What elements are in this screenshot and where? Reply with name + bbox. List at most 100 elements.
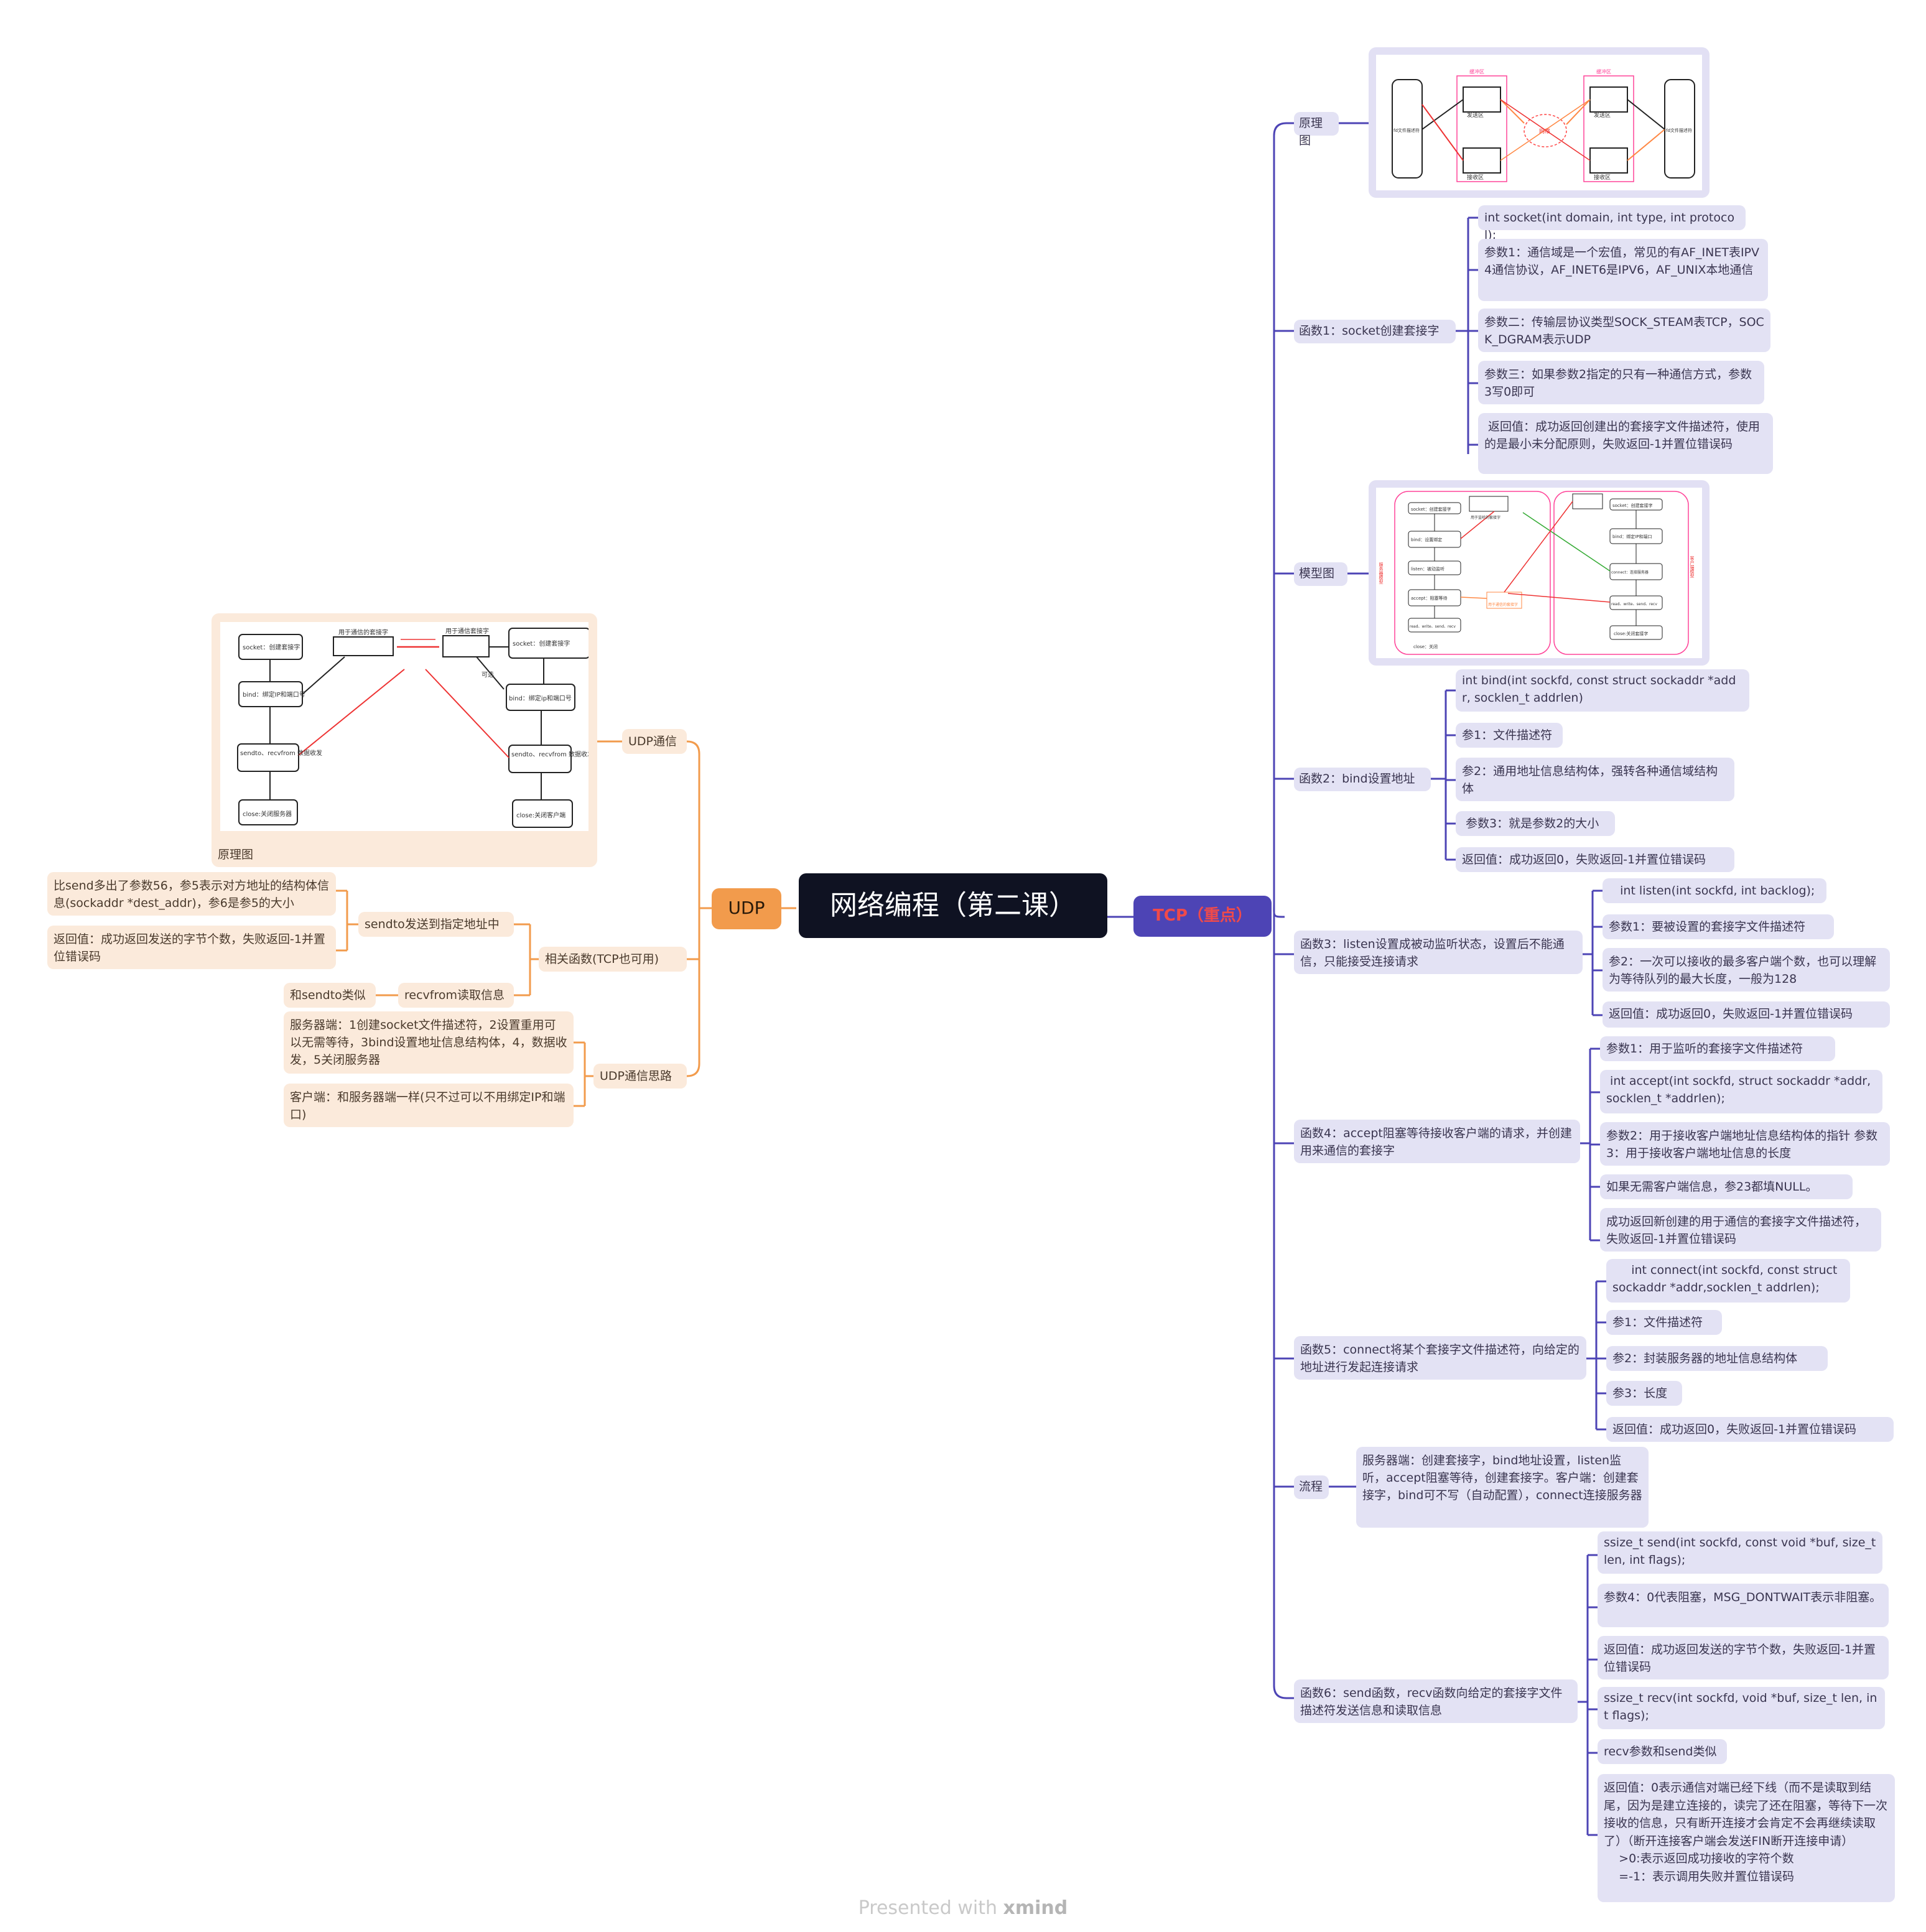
footer-text: Presented with <box>858 1897 1003 1919</box>
model-server-rw: read、write、send、recv <box>1410 625 1456 629</box>
tcp-func4-topic[interactable]: 函数4：accept阻塞等待接收客户端的请求，并创建用来通信的套接字 <box>1294 1120 1580 1163</box>
udp-sock-left: 用于通信的套接字 <box>338 628 388 636</box>
tcp-func4-item[interactable]: 参数2：用于接收客户端地址信息结构体的指针 参数3：用于接收客户端地址信息的长度 <box>1600 1122 1890 1166</box>
model-client-socket: socket：创建套接字 <box>1612 503 1653 508</box>
tcp-func5-item[interactable]: 参3：长度 <box>1606 1381 1682 1406</box>
udp-image-caption: 原理图 <box>218 848 254 862</box>
model-server-close: close：关闭 <box>1413 644 1438 649</box>
udp-server-close: close:关闭服务器 <box>243 810 292 818</box>
tcp-func3-topic[interactable]: 函数3：listen设置成被动监听状态，设置后不能通信，只能接受连接请求 <box>1294 931 1583 974</box>
udp-optional: 可选 <box>482 671 494 679</box>
udp-comm-topic[interactable]: UDP通信 <box>622 729 687 754</box>
tcp-func1-item[interactable]: int socket(int domain, int type, int pro… <box>1478 205 1746 242</box>
principle-net: 网络 <box>1539 128 1550 135</box>
tcp-func3-item[interactable]: 参2：一次可以接收的最多客户端个数，也可以理解为等待队列的最大长度，一般为128 <box>1603 948 1890 992</box>
model-client-bind: bind：绑定IP和端口 <box>1612 534 1652 539</box>
model-comm-sock: 用于通信的套接字 <box>1488 602 1518 607</box>
tcp-func2-item[interactable]: int bind(int sockfd, const struct sockad… <box>1456 669 1749 712</box>
udp-idea-item[interactable]: 服务器端：1创建socket文件描述符，2设置重用可以无需等待，3bind设置地… <box>284 1011 574 1074</box>
udp-sendto-item[interactable]: 比send多出了参数56，参5表示对方地址的结构体信息(sockaddr *de… <box>47 872 336 916</box>
udp-recvfrom-item[interactable]: 和sendto类似 <box>284 983 376 1008</box>
tcp-func5-item[interactable]: int connect(int sockfd, const struct soc… <box>1606 1259 1850 1303</box>
tcp-func1-item[interactable]: 参数二：传输层协议类型SOCK_STEAM表TCP，SOCK_DGRAM表示UD… <box>1478 309 1770 352</box>
principle-right-send: 发送区 <box>1594 111 1611 119</box>
tcp-func5-item[interactable]: 参1：文件描述符 <box>1606 1310 1722 1335</box>
tcp-model-diagram: socket：创建套接字 bind：设置绑定 listen：被动监听 accep… <box>1379 491 1695 655</box>
model-server-title: 服务器模型 <box>1379 562 1384 584</box>
tcp-func1-item[interactable]: 参数1：通信域是一个宏值，常见的有AF_INET表IPV4通信协议，AF_INE… <box>1478 239 1768 301</box>
principle-left-send: 发送区 <box>1467 111 1484 119</box>
udp-idea-item[interactable]: 客户端：和服务器端一样(只不过可以不用绑定IP和端口) <box>284 1084 574 1127</box>
udp-server-socket: socket：创建套接字 <box>243 643 300 651</box>
model-server-listen: listen：被动监听 <box>1411 566 1444 572</box>
tcp-model-topic[interactable]: 模型图 <box>1294 562 1347 586</box>
tcp-model-image[interactable]: socket：创建套接字 bind：设置绑定 listen：被动监听 accep… <box>1369 480 1710 666</box>
udp-server-io: sendto、recvfrom 数据收发 <box>240 749 322 757</box>
udp-client-bind: bind：绑定ip和端口号 <box>509 694 572 702</box>
udp-idea-topic[interactable]: UDP通信思路 <box>593 1064 687 1089</box>
root-topic[interactable]: 网络编程（第二课） <box>799 873 1107 938</box>
tcp-func4-item[interactable]: int accept(int sockfd, struct sockaddr *… <box>1600 1070 1882 1113</box>
udp-principle-image[interactable]: socket：创建套接字 bind：绑定IP和端口号 sendto、recvfr… <box>212 613 597 867</box>
footer: Presented with xmind <box>0 1897 1926 1919</box>
tcp-func2-item[interactable]: 参2：通用地址信息结构体，强转各种通信域结构体 <box>1456 758 1734 801</box>
model-server-socket: socket：创建套接字 <box>1411 506 1451 512</box>
udp-server-bind: bind：绑定IP和端口号 <box>243 690 305 699</box>
tcp-func2-item[interactable]: 参1：文件描述符 <box>1456 723 1563 748</box>
tcp-func6-item[interactable]: 参数4：0代表阻塞，MSG_DONTWAIT表示非阻塞。 <box>1598 1584 1889 1627</box>
tcp-flow-text[interactable]: 服务器端：创建套接字，bind地址设置，listen监听，accept阻塞等待，… <box>1356 1447 1649 1528</box>
udp-client-socket: socket：创建套接字 <box>513 639 570 648</box>
tcp-flow-topic[interactable]: 流程 <box>1294 1475 1329 1499</box>
tcp-principle-topic[interactable]: 原理图 <box>1294 112 1339 147</box>
tcp-func3-item[interactable]: 参数1：要被设置的套接字文件描述符 <box>1603 914 1834 939</box>
tcp-func5-item[interactable]: 返回值：成功返回0，失败返回-1并置位错误码 <box>1606 1417 1894 1442</box>
udp-recvfrom-topic[interactable]: recvfrom读取信息 <box>398 983 514 1008</box>
tcp-principle-image[interactable]: 发送区 接收区 发送区 接收区 网络 缓冲区 缓冲区 fd文件描述符 fd文件描… <box>1369 47 1710 198</box>
model-client-close: close:关闭套接字 <box>1614 631 1648 636</box>
tcp-func1-item[interactable]: 参数三：如果参数2指定的只有一种通信方式，参数3写0即可 <box>1478 361 1764 404</box>
model-client-rw: read、write、send、recv <box>1611 602 1657 606</box>
principle-left-app: fd文件描述符 <box>1393 128 1420 133</box>
tcp-func4-item[interactable]: 参数1：用于监听的套接字文件描述符 <box>1600 1036 1835 1061</box>
tcp-func6-topic[interactable]: 函数6：send函数，recv函数向给定的套接字文件描述符发送信息和读取信息 <box>1294 1679 1578 1723</box>
model-client-connect: connect：连接服务器 <box>1611 570 1649 575</box>
tcp-func2-topic[interactable]: 函数2：bind设置地址 <box>1294 768 1431 791</box>
tcp-func1-item[interactable]: 返回值：成功返回创建出的套接字文件描述符，使用的是最小未分配原则，失败返回-1并… <box>1478 413 1773 474</box>
udp-main-topic[interactable]: UDP <box>712 888 781 929</box>
tcp-func6-item[interactable]: 返回值：0表示通信对端已经下线（而不是读取到结尾，因为是建立连接的，读完了还在阻… <box>1598 1774 1895 1902</box>
tcp-func1-topic[interactable]: 函数1：socket创建套接字 <box>1294 320 1456 343</box>
udp-sendto-item[interactable]: 返回值：成功返回发送的字节个数，失败返回-1并置位错误码 <box>47 926 336 969</box>
model-client-title: 客户端模型 <box>1690 555 1695 578</box>
udp-client-close: close:关闭客户端 <box>516 811 565 819</box>
principle-right-recv: 接收区 <box>1594 174 1611 181</box>
tcp-func6-item[interactable]: ssize_t recv(int sockfd, void *buf, size… <box>1598 1687 1885 1729</box>
udp-sock-right: 用于通信套接字 <box>445 627 489 635</box>
tcp-main-topic[interactable]: TCP（重点） <box>1133 896 1272 937</box>
udp-funcs-topic[interactable]: 相关函数(TCP也可用) <box>539 947 687 972</box>
model-listen-sock: 用于监听的套接字 <box>1471 515 1500 520</box>
principle-right-app: fd文件描述符 <box>1666 128 1692 133</box>
tcp-func6-item[interactable]: recv参数和send类似 <box>1598 1739 1727 1764</box>
tcp-func6-item[interactable]: ssize_t send(int sockfd, const void *buf… <box>1598 1531 1882 1574</box>
tcp-func4-item[interactable]: 成功返回新创建的用于通信的套接字文件描述符，失败返回-1并置位错误码 <box>1600 1208 1881 1252</box>
tcp-func2-item[interactable]: 参数3：就是参数2的大小 <box>1456 811 1615 836</box>
udp-sendto-topic[interactable]: sendto发送到指定地址中 <box>358 912 514 937</box>
principle-buf-left: 缓冲区 <box>1469 68 1484 75</box>
principle-buf-right: 缓冲区 <box>1596 68 1611 75</box>
udp-principle-diagram: socket：创建套接字 bind：绑定IP和端口号 sendto、recvfr… <box>237 627 593 828</box>
model-server-bind: bind：设置绑定 <box>1411 537 1442 542</box>
tcp-func6-item[interactable]: 返回值：成功返回发送的字节个数，失败返回-1并置位错误码 <box>1598 1636 1889 1679</box>
principle-left-recv: 接收区 <box>1467 174 1484 181</box>
tcp-func4-item[interactable]: 如果无需客户端信息，参23都填NULL。 <box>1600 1174 1853 1199</box>
tcp-func5-item[interactable]: 参2：封装服务器的地址信息结构体 <box>1606 1346 1828 1371</box>
footer-brand: xmind <box>1003 1897 1068 1919</box>
tcp-func3-item[interactable]: 返回值：成功返回0，失败返回-1并置位错误码 <box>1603 1001 1890 1028</box>
tcp-func2-item[interactable]: 返回值：成功返回0，失败返回-1并置位错误码 <box>1456 847 1734 872</box>
tcp-func3-item[interactable]: int listen(int sockfd, int backlog); <box>1603 878 1826 903</box>
tcp-func5-topic[interactable]: 函数5：connect将某个套接字文件描述符，向给定的地址进行发起连接请求 <box>1294 1336 1586 1380</box>
udp-client-io: sendto、recvfrom 数据收发 <box>511 750 588 758</box>
model-server-accept: accept：阻塞等待 <box>1411 595 1447 601</box>
tcp-principle-diagram: 发送区 接收区 发送区 接收区 网络 缓冲区 缓冲区 fd文件描述符 fd文件描… <box>1392 68 1695 182</box>
